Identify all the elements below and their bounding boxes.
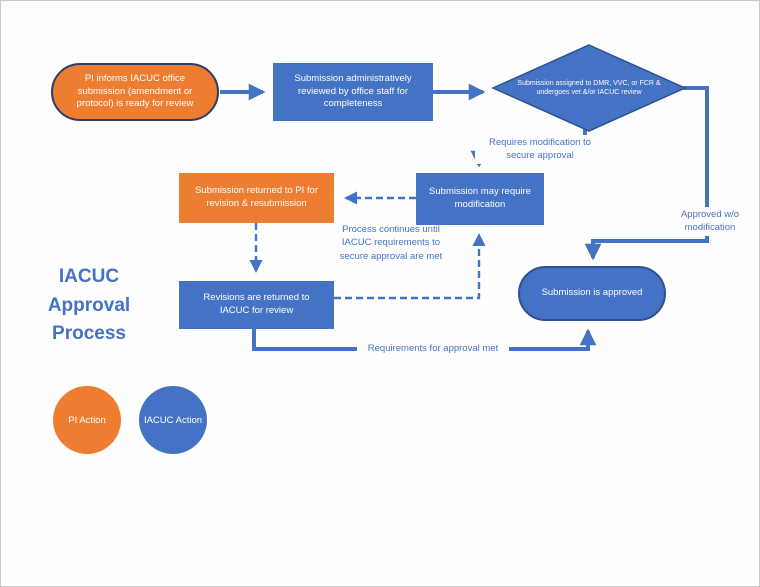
process-continues-label: Process continues until IACUC requiremen… — [339, 224, 443, 262]
legend-iacuc-action: IACUC Action — [139, 386, 207, 454]
connector-revisions-loop-to-modification — [334, 233, 486, 300]
returned-to-pi-label: Submission returned to PI for revision &… — [194, 185, 319, 209]
requires-modification-label: Requires modification to secure approval — [475, 135, 605, 164]
legend-iacuc-action-label: IACUC Action — [143, 414, 203, 426]
revisions-returned-label: Revisions are returned to IACUC for revi… — [203, 292, 310, 316]
requirements-met-label: Requirements for approval met — [357, 341, 509, 357]
approved-node-label: Submission is approved — [541, 287, 643, 299]
start-node-label: PI informs IACUC office submission (amen… — [76, 72, 194, 110]
revisions-returned-node: Revisions are returned to IACUC for revi… — [179, 281, 334, 329]
assignment-decision-label: Submission assigned to DMR, VVC, or FCR … — [517, 80, 661, 97]
assignment-decision-shape — [491, 44, 687, 132]
approved-wo-modification-label: Approved w/o modification — [667, 207, 753, 236]
diagram-title: IACUC Approval Process — [47, 266, 131, 344]
may-require-modification-node: Submission may require modification — [416, 173, 544, 225]
admin-review-node: Submission administratively reviewed by … — [273, 63, 433, 121]
approved-node: Submission is approved — [518, 266, 666, 321]
legend-pi-action: PI Action — [53, 386, 121, 454]
connector-assignment-to-approved — [584, 86, 709, 261]
returned-to-pi-node: Submission returned to PI for revision &… — [179, 173, 334, 223]
legend-pi-action-label: PI Action — [68, 414, 106, 426]
admin-review-label: Submission administratively reviewed by … — [294, 72, 412, 110]
start-node: PI informs IACUC office submission (amen… — [51, 63, 219, 121]
may-require-modification-label: Submission may require modification — [429, 186, 531, 210]
